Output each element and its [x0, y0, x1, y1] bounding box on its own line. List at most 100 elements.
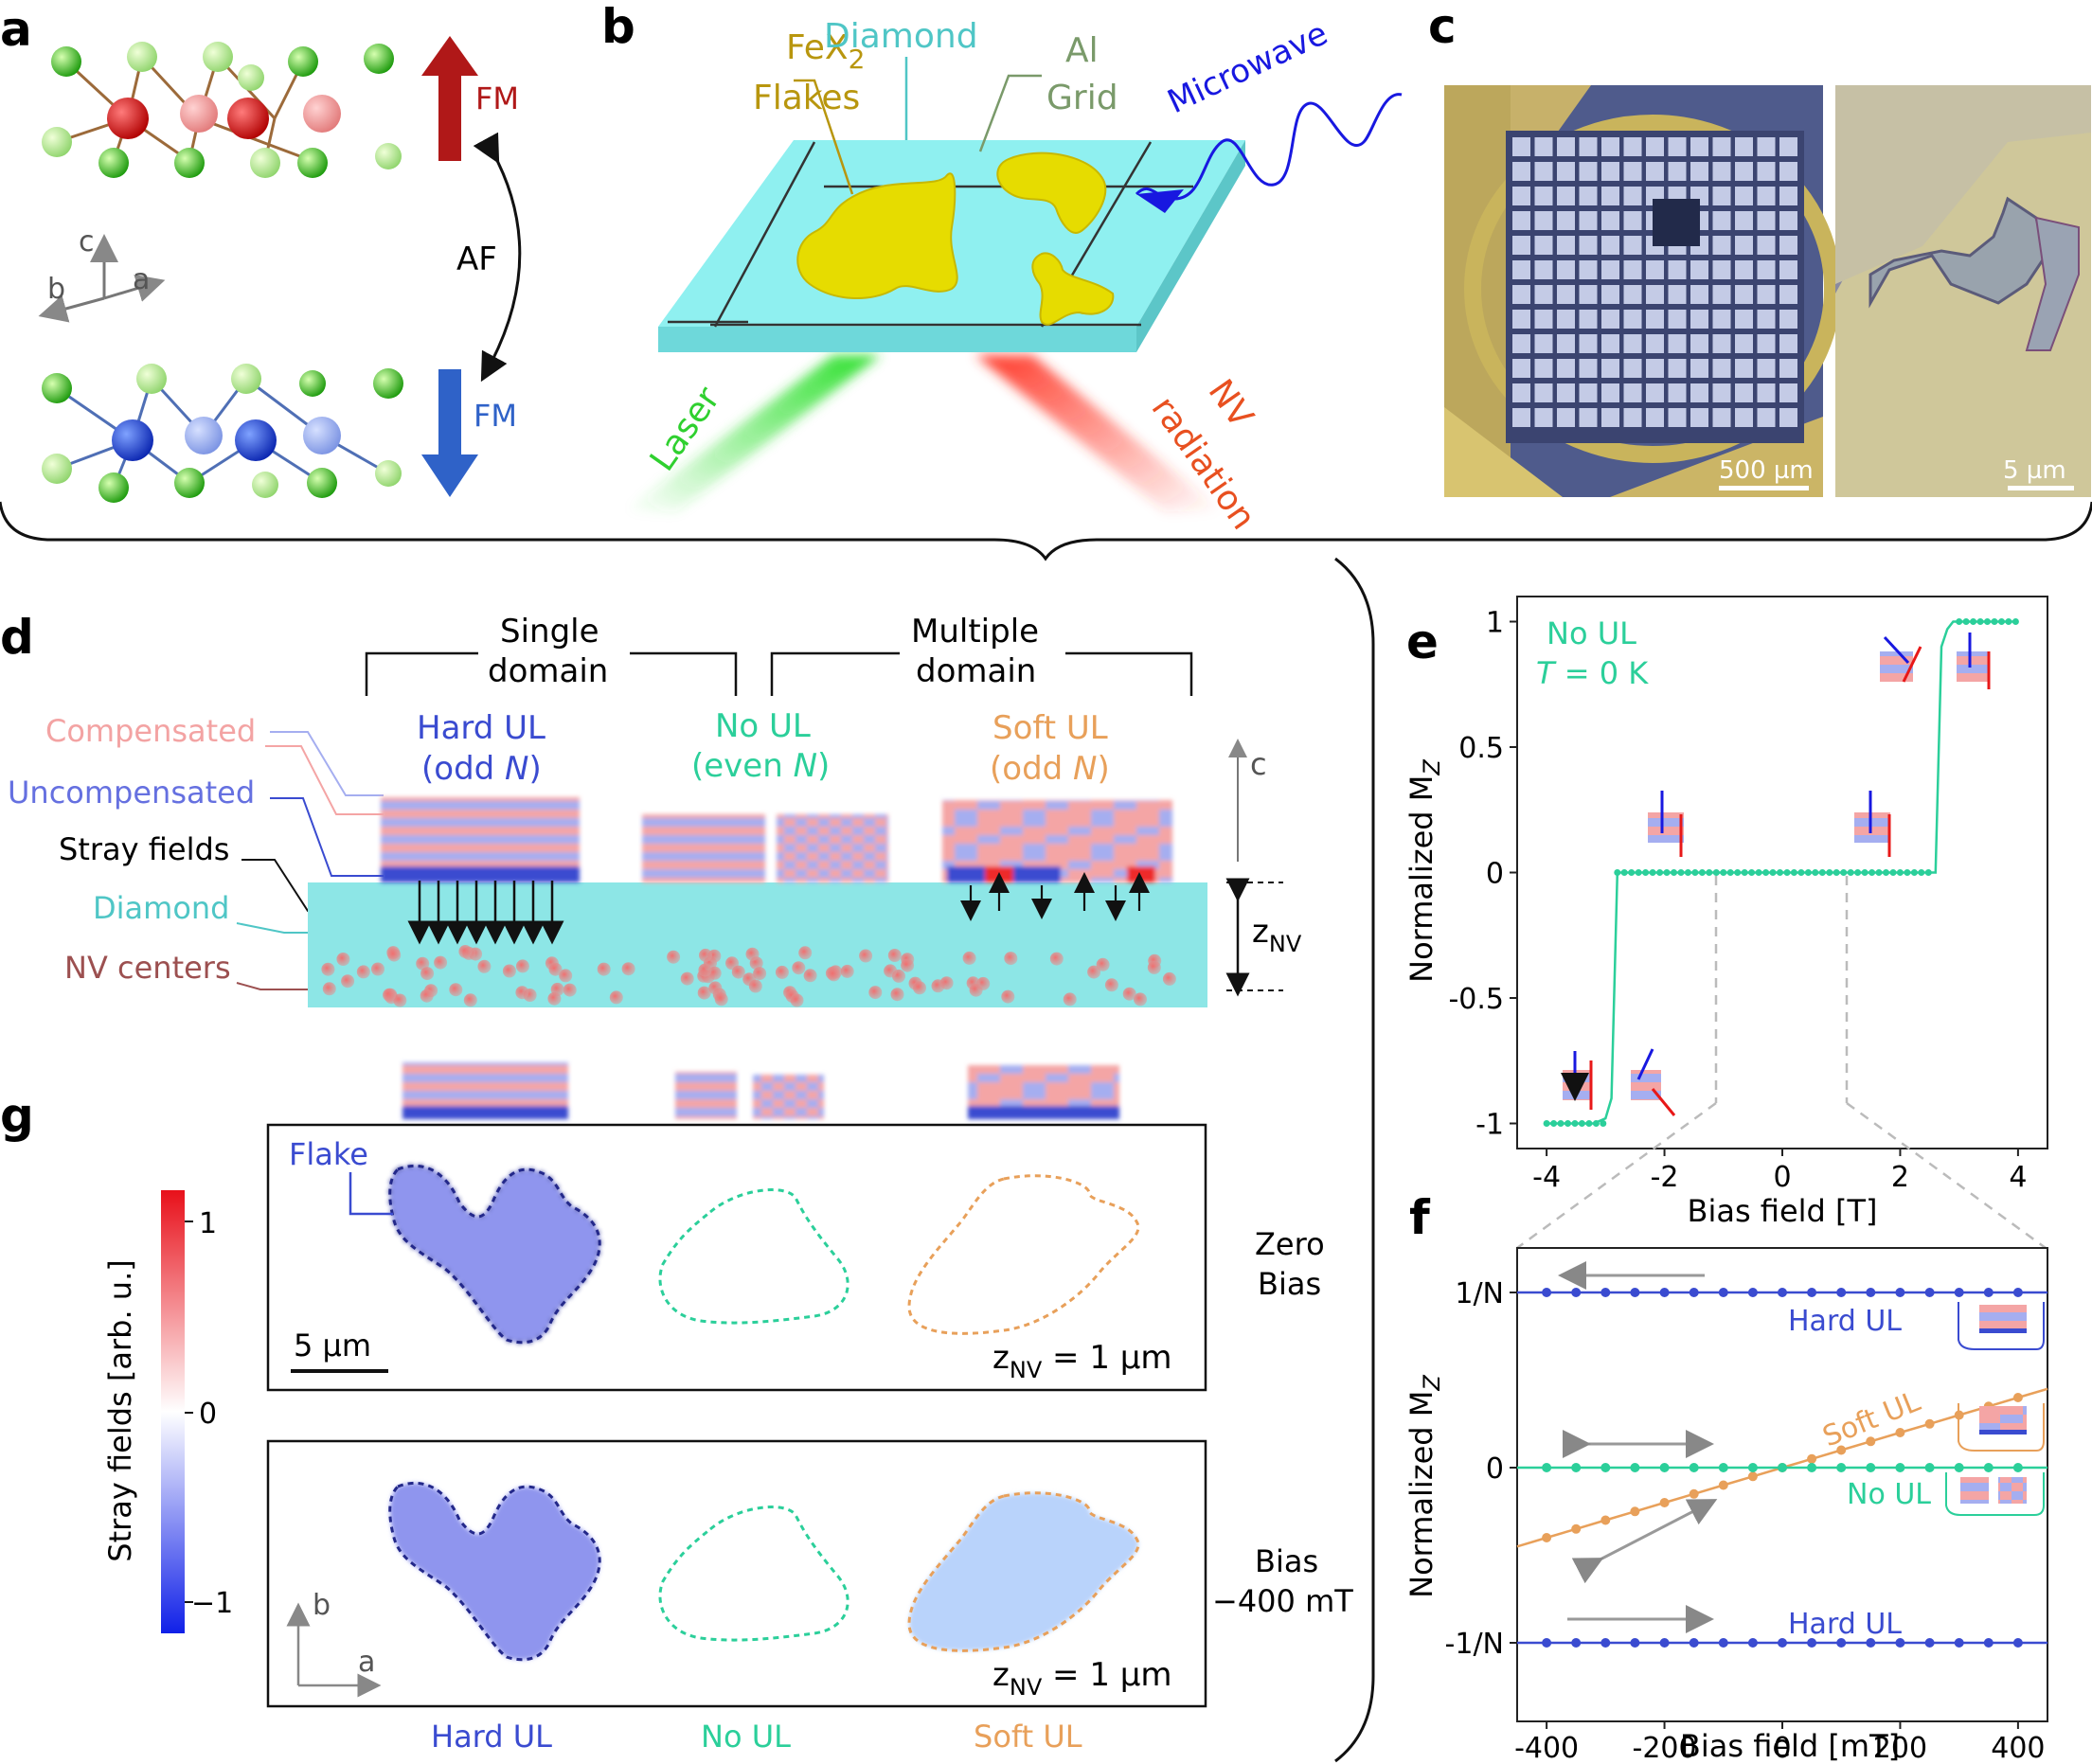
point-no-ul: [1571, 1463, 1582, 1472]
microwave-arrowhead: [1136, 189, 1184, 213]
uncompensated-label: Uncompensated: [8, 775, 255, 811]
spin-insets-e: [1561, 633, 1991, 1116]
fe-atom: [303, 417, 341, 454]
soft-ul-title: Soft UL: [992, 709, 1108, 747]
point-hard-ul-bottom: [1807, 1638, 1817, 1648]
x-atom: [42, 373, 72, 403]
grid-cell: [1757, 334, 1776, 353]
grid-cell: [1712, 211, 1731, 230]
grid-cell: [1512, 310, 1530, 329]
point-no-ul-e: [1698, 869, 1706, 876]
point-no-ul-e: [1748, 869, 1756, 876]
point-soft-ul: [1866, 1436, 1876, 1447]
point-no-ul-e: [1550, 1120, 1558, 1127]
x-atom: [307, 468, 337, 498]
nv-centers: [321, 945, 1176, 1007]
grid-cell: [1623, 408, 1642, 427]
point-no-ul-e: [1889, 869, 1897, 876]
grid-cell: [1534, 334, 1553, 353]
point-no-ul-e: [1614, 869, 1621, 876]
point-no-ul-e: [1868, 869, 1876, 876]
x-atom: [375, 460, 402, 487]
point-no-ul-e: [1726, 869, 1734, 876]
grid-cell: [1712, 310, 1731, 329]
point-no-ul-e: [1962, 618, 1970, 625]
grid-cell: [1690, 408, 1708, 427]
nv-center-dot: [1004, 952, 1018, 966]
point-no-ul-e: [1861, 869, 1868, 876]
mini-stacks: [402, 1062, 1119, 1119]
point-hard-ul-top: [1747, 1288, 1758, 1297]
x-atom: [136, 364, 167, 394]
grid-cell: [1623, 236, 1642, 255]
grid-cell: [1646, 359, 1664, 378]
svg-text:zNV = 1 µm: zNV = 1 µm: [992, 1656, 1172, 1701]
x-atom: [203, 42, 233, 72]
point-no-ul-e: [1826, 869, 1833, 876]
point-no-ul-e: [2005, 618, 2012, 625]
point-no-ul-e: [1797, 869, 1805, 876]
grid-cell: [1534, 162, 1553, 181]
grid-cell: [1757, 260, 1776, 279]
x-atom: [127, 42, 157, 72]
x-atom: [238, 64, 264, 91]
nv-center-dot: [387, 948, 402, 962]
grid-cell: [1712, 187, 1731, 205]
x-atom: [299, 370, 326, 397]
point-soft-ul: [1542, 1533, 1552, 1542]
point-no-ul-e: [1642, 869, 1650, 876]
point-no-ul-e: [1812, 869, 1819, 876]
nv-center-dot: [609, 990, 623, 1005]
svg-text:(odd N): (odd N): [990, 750, 1110, 788]
nv-center-dot: [341, 974, 355, 989]
xlabel-f: Bias field [mT]: [1680, 1728, 1900, 1764]
svg-text:Normalized MZ: Normalized MZ: [1404, 759, 1445, 983]
grid-cell: [1601, 236, 1619, 255]
point-soft-ul: [1924, 1418, 1935, 1429]
grid-cell: [1712, 162, 1731, 181]
grid-cell: [1779, 260, 1797, 279]
nv-center-dot: [597, 962, 611, 976]
grid-cell: [1779, 211, 1797, 230]
af-arrow: [473, 132, 522, 383]
single-domain-label-1: Single: [500, 613, 599, 650]
point-no-ul: [1630, 1463, 1640, 1472]
nv-center-dot: [463, 993, 477, 1007]
diamond-label: Diamond: [824, 17, 978, 56]
single-domain-label-2: domain: [488, 652, 608, 690]
fex2-flake: [796, 172, 958, 300]
ytick-label-e: 0: [1486, 858, 1504, 891]
nv-center-dot: [420, 967, 435, 981]
nv-radiation-beam: [975, 355, 1222, 511]
grid-cell: [1557, 236, 1575, 255]
grid-cell: [1623, 162, 1642, 181]
soft-ul-stack: [942, 800, 1172, 882]
x-atom: [297, 148, 328, 178]
no-ul-stack: [642, 814, 888, 882]
fex2-label: FeX: [786, 28, 849, 67]
grid-cell: [1579, 285, 1598, 304]
point-no-ul-e: [1991, 618, 1998, 625]
point-no-ul-e: [1734, 869, 1742, 876]
grid-cell: [1534, 285, 1553, 304]
grid-cell: [1646, 162, 1664, 181]
flakes-label: Flakes: [753, 79, 860, 117]
xtick-label-f: -200: [1633, 1732, 1697, 1764]
point-no-ul-e: [1656, 869, 1664, 876]
x-atom: [375, 143, 402, 169]
nv-center-dot: [667, 950, 681, 964]
grid-cell: [1579, 310, 1598, 329]
nv-center-dot: [698, 963, 712, 977]
point-hard-ul-top: [1778, 1288, 1787, 1297]
grid-cell: [1623, 285, 1642, 304]
grid-cell: [1646, 408, 1664, 427]
fm-down-arrow: [421, 369, 478, 497]
point-no-ul-e: [1741, 869, 1748, 876]
grid-cell: [1668, 383, 1687, 402]
grid-cell: [1623, 383, 1642, 402]
grid-cell: [1579, 236, 1598, 255]
grid-cell: [1712, 334, 1731, 353]
grid-cell: [1557, 285, 1575, 304]
nv-center-dot: [803, 969, 817, 983]
point-no-ul-e: [1854, 869, 1862, 876]
